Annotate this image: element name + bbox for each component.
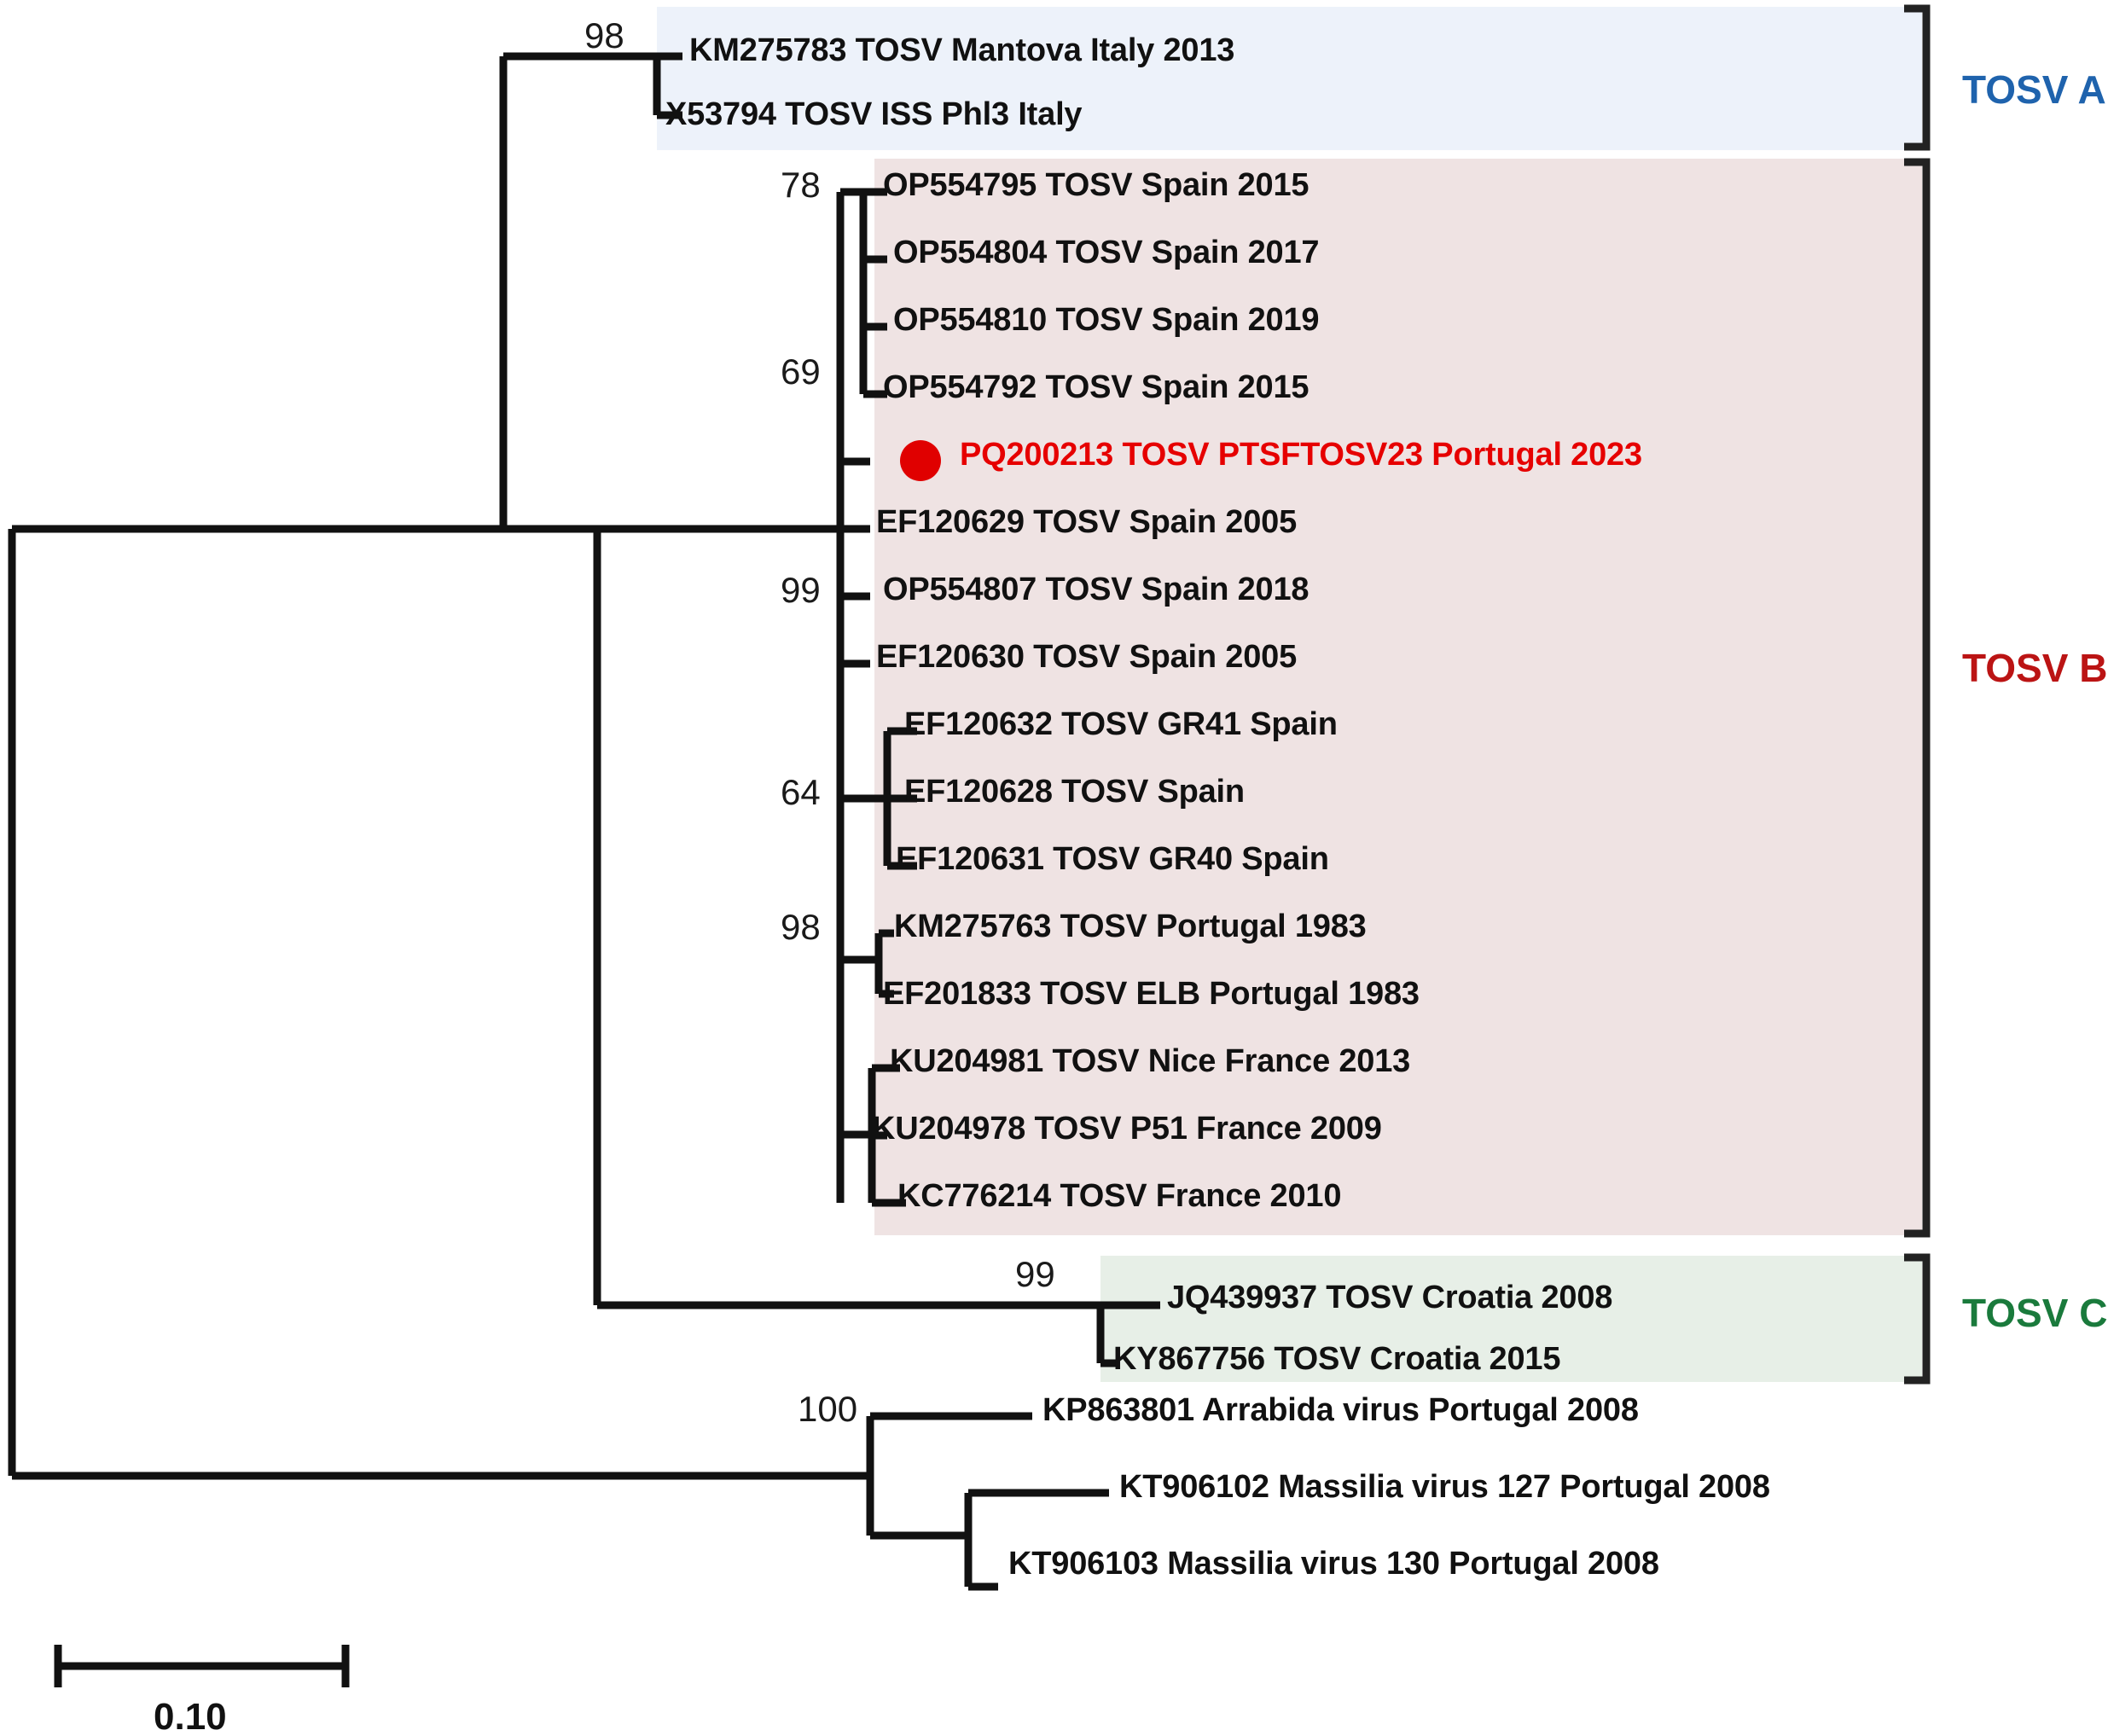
bootstrap-node-78: 78 [781,165,821,205]
taxon-label: EF120629 TOSV Spain 2005 [876,504,1298,540]
bootstrap-node-99-tosvc: 99 [1015,1254,1055,1294]
taxon-label-highlighted: PQ200213 TOSV PTSFTOSV23 Portugal 2023 [960,437,1642,473]
taxon-label: EF120632 TOSV GR41 Spain [904,706,1338,742]
scale-bar-label: 0.10 [154,1696,227,1736]
clade-label-tosv-b: TOSV B [1962,646,2108,690]
clade-label-tosv-c: TOSV C [1962,1291,2108,1335]
taxon-label: KY867756 TOSV Croatia 2015 [1113,1341,1561,1377]
taxon-label: KM275763 TOSV Portugal 1983 [894,909,1367,944]
taxon-label: OP554804 TOSV Spain 2017 [893,235,1320,270]
taxon-label: KM275783 TOSV Mantova Italy 2013 [689,32,1235,68]
taxon-label: EF201833 TOSV ELB Portugal 1983 [883,976,1420,1012]
clade-highlight-tosv-a [657,7,1922,150]
taxon-label: EF120628 TOSV Spain [904,774,1245,810]
taxon-label: KC776214 TOSV France 2010 [897,1178,1342,1214]
taxon-label: OP554795 TOSV Spain 2015 [883,167,1310,203]
taxon-label: KT906102 Massilia virus 127 Portugal 200… [1119,1469,1770,1505]
clade-highlight-tosv-b [874,159,1922,1235]
bootstrap-node-98-portugal: 98 [781,907,821,947]
taxon-label: EF120631 TOSV GR40 Spain [896,841,1329,877]
clade-label-tosv-a: TOSV A [1962,67,2106,112]
bootstrap-node-tosv-a: 98 [584,15,624,55]
taxon-label: EF120630 TOSV Spain 2005 [876,639,1298,675]
taxon-label: X53794 TOSV ISS Phl3 Italy [665,96,1083,132]
taxon-label: KU204978 TOSV P51 France 2009 [872,1111,1382,1147]
taxon-label: JQ439937 TOSV Croatia 2008 [1167,1280,1613,1315]
bootstrap-node-69: 69 [781,351,821,392]
taxon-label: OP554810 TOSV Spain 2019 [893,302,1320,338]
bootstrap-node-100-outgroup: 100 [798,1389,858,1429]
taxon-label: KT906103 Massilia virus 130 Portugal 200… [1008,1546,1659,1582]
taxon-label: OP554792 TOSV Spain 2015 [883,369,1310,405]
bootstrap-node-64: 64 [781,772,821,812]
taxon-label: KP863801 Arrabida virus Portugal 2008 [1042,1392,1639,1428]
taxon-label: KU204981 TOSV Nice France 2013 [890,1043,1411,1079]
bootstrap-node-99-tosvb: 99 [781,570,821,610]
taxon-label: OP554807 TOSV Spain 2018 [883,572,1310,607]
clade-highlight-tosv-c [1100,1256,1922,1382]
new-sequence-dot [900,440,941,481]
